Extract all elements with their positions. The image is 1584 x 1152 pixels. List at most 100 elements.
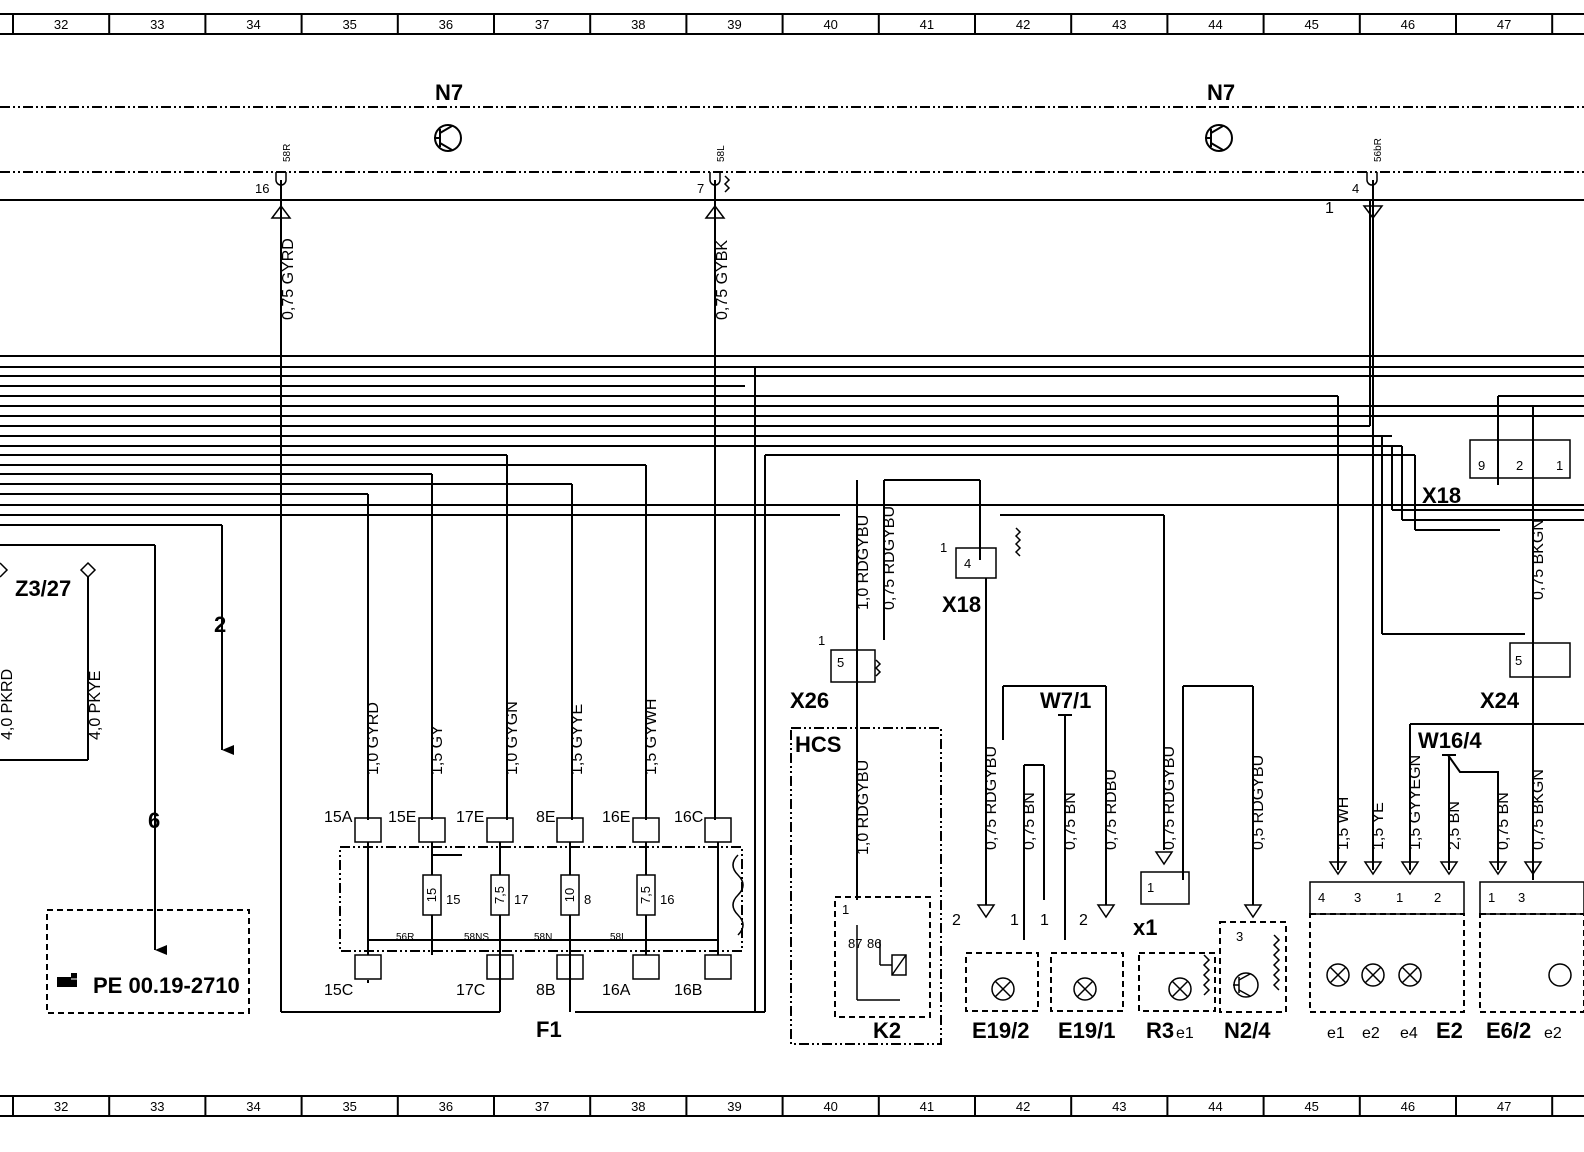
e6-2-label: E6/2 bbox=[1486, 1018, 1531, 1043]
fuse-top-label: 15A bbox=[324, 809, 353, 826]
lamp-icon bbox=[1073, 977, 1097, 1001]
grid-column-label: 47 bbox=[1497, 1099, 1511, 1114]
grid-column-label: 37 bbox=[535, 17, 549, 32]
wire-label: 1,5 GYYEGN bbox=[1407, 755, 1424, 850]
arrow-down-icon bbox=[1328, 861, 1543, 876]
wire-label: 1,5 GY bbox=[429, 725, 446, 775]
arrow-down-icon bbox=[1243, 904, 1263, 919]
pin-86: 86 bbox=[867, 936, 881, 951]
f1-label: F1 bbox=[536, 1017, 562, 1042]
x18-connector bbox=[955, 547, 997, 579]
fuse-number: 16 bbox=[660, 892, 674, 907]
x24-label: X24 bbox=[1480, 688, 1520, 713]
pin-1: 1 bbox=[818, 633, 825, 648]
fuse-connector bbox=[632, 817, 660, 843]
fuse-top-label: 16C bbox=[674, 809, 703, 826]
wire-label: 1,5 GYYE bbox=[569, 704, 586, 775]
pin-56br: 56bR bbox=[1373, 138, 1384, 162]
fuse-number: 8 bbox=[584, 892, 591, 907]
e2-connector bbox=[1309, 881, 1465, 915]
drop-wires bbox=[154, 455, 647, 955]
pin-3: 3 bbox=[1354, 890, 1361, 905]
n7-label-left: N7 bbox=[435, 80, 463, 105]
grid-column-label: 45 bbox=[1304, 1099, 1318, 1114]
fuse-terminal: 58L bbox=[610, 932, 627, 943]
grid-column-label: 40 bbox=[823, 1099, 837, 1114]
fuse-value: 7,5 bbox=[638, 886, 653, 904]
wire bbox=[1447, 754, 1499, 870]
wire-label: 1,5 YE bbox=[1370, 802, 1387, 850]
grid-column-label: 34 bbox=[246, 1099, 260, 1114]
x24-connector bbox=[1509, 642, 1571, 678]
fuse-value: 10 bbox=[562, 888, 577, 902]
pin-1: 1 bbox=[1396, 890, 1403, 905]
grid-column-label: 38 bbox=[631, 17, 645, 32]
pin-e2: e2 bbox=[1544, 1025, 1562, 1042]
wire-label: 2,5 BN bbox=[1446, 801, 1463, 850]
e19-2-label: E19/2 bbox=[972, 1018, 1030, 1043]
pin-9: 9 bbox=[1478, 458, 1485, 473]
wire-label: 0,75 RDBU bbox=[1103, 769, 1120, 850]
wire-label: 0,75 GYBK bbox=[714, 240, 731, 320]
wire-label: 1,0 GYGN bbox=[504, 701, 521, 775]
wire-label: 0,75 BKGN bbox=[1530, 519, 1547, 600]
wire-label: 1,0 RDGYBU bbox=[855, 515, 872, 610]
grid-column-label: 34 bbox=[246, 17, 260, 32]
arrow-down-icon bbox=[1154, 851, 1174, 866]
grid-column-label: 41 bbox=[920, 1099, 934, 1114]
shield-symbol bbox=[1014, 527, 1022, 557]
wire-label: 0,75 BN bbox=[1495, 792, 1512, 850]
fuse-connector bbox=[704, 954, 732, 980]
arrow-label: 2 bbox=[214, 612, 226, 637]
shield-symbol bbox=[732, 854, 744, 936]
grid-column-label: 44 bbox=[1208, 1099, 1222, 1114]
fuse-connector bbox=[354, 954, 382, 980]
grid-column-label: 40 bbox=[823, 17, 837, 32]
shield-symbol bbox=[723, 175, 731, 193]
relay-icon bbox=[856, 925, 907, 1001]
x18-right-connector bbox=[1469, 439, 1571, 479]
grid-column-label: 47 bbox=[1497, 17, 1511, 32]
pin-58r: 58R bbox=[282, 144, 293, 162]
grid-column-label: 45 bbox=[1304, 17, 1318, 32]
wire-label: 4,0 PKYE bbox=[87, 671, 104, 740]
wire-label: 1,0 GYRD bbox=[365, 702, 382, 775]
shield-symbol bbox=[1272, 934, 1281, 991]
pin-e1: e1 bbox=[1176, 1025, 1194, 1042]
grid-column-label: 42 bbox=[1016, 1099, 1030, 1114]
r3-label: R3 bbox=[1146, 1018, 1174, 1043]
splice-icon bbox=[0, 562, 9, 578]
pin-16: 16 bbox=[255, 181, 269, 196]
wire-label: 1,0 RDGYBU bbox=[855, 760, 872, 855]
transistor-icon bbox=[1233, 972, 1259, 998]
pin-3: 3 bbox=[1518, 890, 1525, 905]
lamp-icon bbox=[1326, 963, 1422, 987]
pin-2: 2 bbox=[952, 912, 961, 929]
n2-4-label: N2/4 bbox=[1224, 1018, 1271, 1043]
pin-e2: e2 bbox=[1362, 1025, 1380, 1042]
wire-label: 0,75 RDGYBU bbox=[983, 746, 1000, 850]
fuse-connector bbox=[354, 817, 382, 843]
fuse-terminal: 56R bbox=[396, 932, 414, 943]
pin-x1: x1 bbox=[1133, 915, 1157, 940]
pin-1: 1 bbox=[1556, 458, 1563, 473]
wire-label: 0,5 RDGYBU bbox=[1250, 755, 1267, 850]
reference-box bbox=[46, 909, 250, 1014]
w7-1-label: W7/1 bbox=[1040, 688, 1091, 713]
fuse-top-label: 16E bbox=[602, 809, 630, 826]
hcs-box bbox=[790, 727, 942, 1045]
e6-2-box bbox=[1479, 913, 1584, 1013]
grid-column-label: 42 bbox=[1016, 17, 1030, 32]
fuse-number: 15 bbox=[446, 892, 460, 907]
e6-2-connector bbox=[1479, 881, 1584, 915]
arrow-down-icon bbox=[1096, 904, 1116, 919]
pin-1: 1 bbox=[1147, 880, 1154, 895]
grid-column-label: 38 bbox=[631, 1099, 645, 1114]
fuse-connector bbox=[486, 817, 514, 843]
pin-58l: 58L bbox=[716, 145, 727, 162]
pin-2: 2 bbox=[1079, 912, 1088, 929]
pointing-hand-icon bbox=[57, 973, 80, 987]
